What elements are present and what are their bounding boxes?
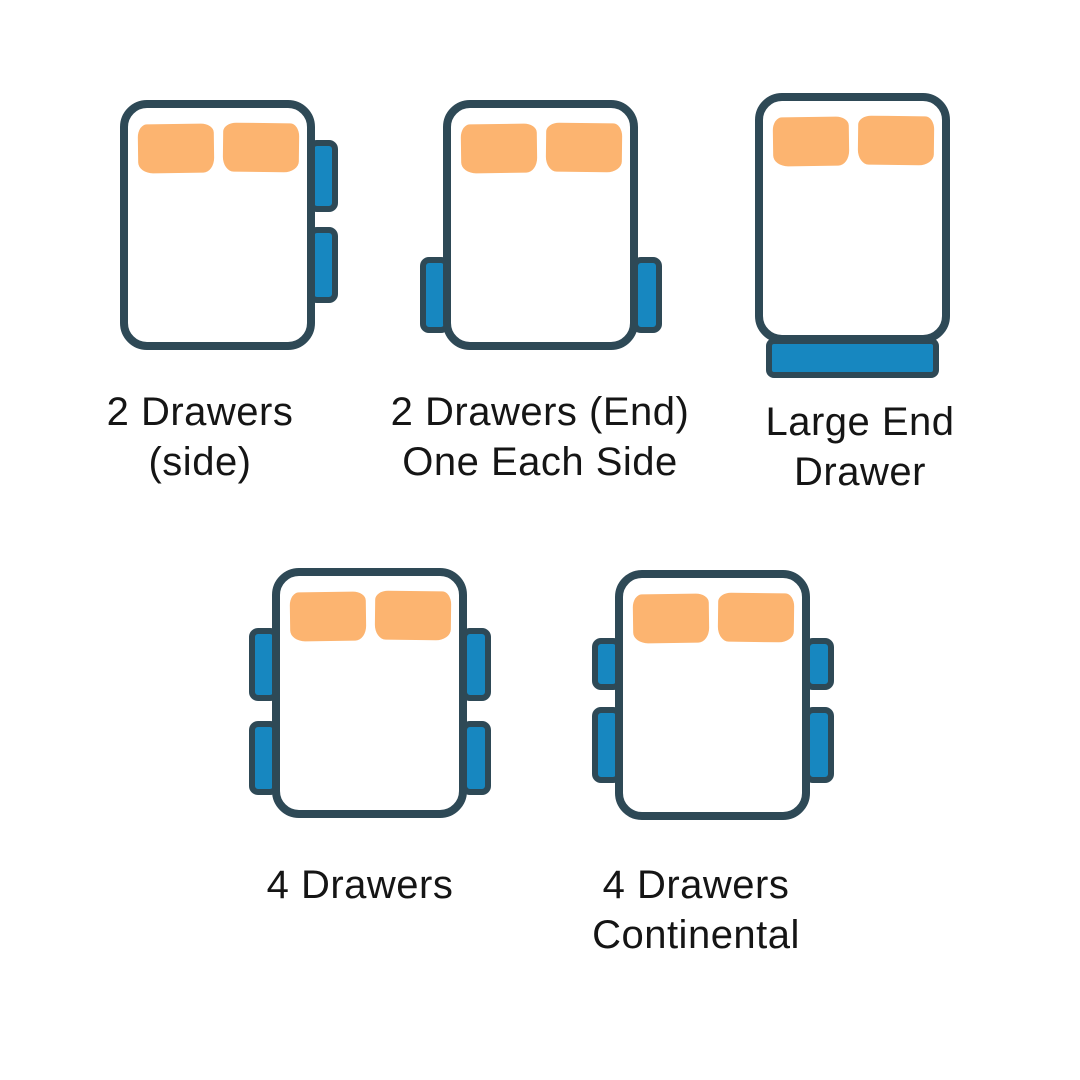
figure-large-end-drawer (755, 93, 1080, 393)
pillow-left-icon (632, 593, 710, 644)
figure-label-two-drawers-end: 2 Drawers (End) One Each Side (370, 387, 710, 487)
label-line: Drawer (794, 450, 926, 494)
figure-label-four-drawers: 4 Drawers (200, 860, 520, 910)
pillow-right-icon (222, 122, 300, 173)
pillow-left-icon (460, 123, 538, 174)
figure-four-drawers (249, 568, 589, 828)
end-drawer-icon (766, 338, 939, 378)
figure-label-large-end-drawer: Large End Drawer (700, 397, 1020, 497)
label-line: 2 Drawers (End) (390, 390, 690, 434)
pillow-left-icon (772, 116, 850, 167)
figure-label-two-drawers-side: 2 Drawers (side) (40, 387, 360, 487)
figure-two-drawers-side (120, 100, 460, 360)
label-line: Continental (592, 913, 800, 957)
bed-top-view (120, 100, 315, 350)
label-line: (side) (148, 440, 252, 484)
label-line: Large End (765, 400, 955, 444)
figure-two-drawers-end-one-each-side (420, 100, 760, 360)
label-line: 4 Drawers (266, 863, 454, 907)
pillow-left-icon (289, 591, 367, 642)
bed-top-view (615, 570, 810, 820)
pillow-left-icon (137, 123, 215, 174)
pillow-right-icon (374, 590, 452, 641)
bed-top-view (443, 100, 638, 350)
label-line: One Each Side (402, 440, 678, 484)
label-line: 2 Drawers (106, 390, 294, 434)
bed-top-view (272, 568, 467, 818)
pillow-right-icon (717, 592, 795, 643)
label-line: 4 Drawers (602, 863, 790, 907)
figure-label-four-drawers-continental: 4 Drawers Continental (536, 860, 856, 960)
bed-top-view (755, 93, 950, 343)
pillow-right-icon (545, 122, 623, 173)
figure-four-drawers-continental (592, 570, 932, 830)
pillow-right-icon (857, 115, 935, 166)
